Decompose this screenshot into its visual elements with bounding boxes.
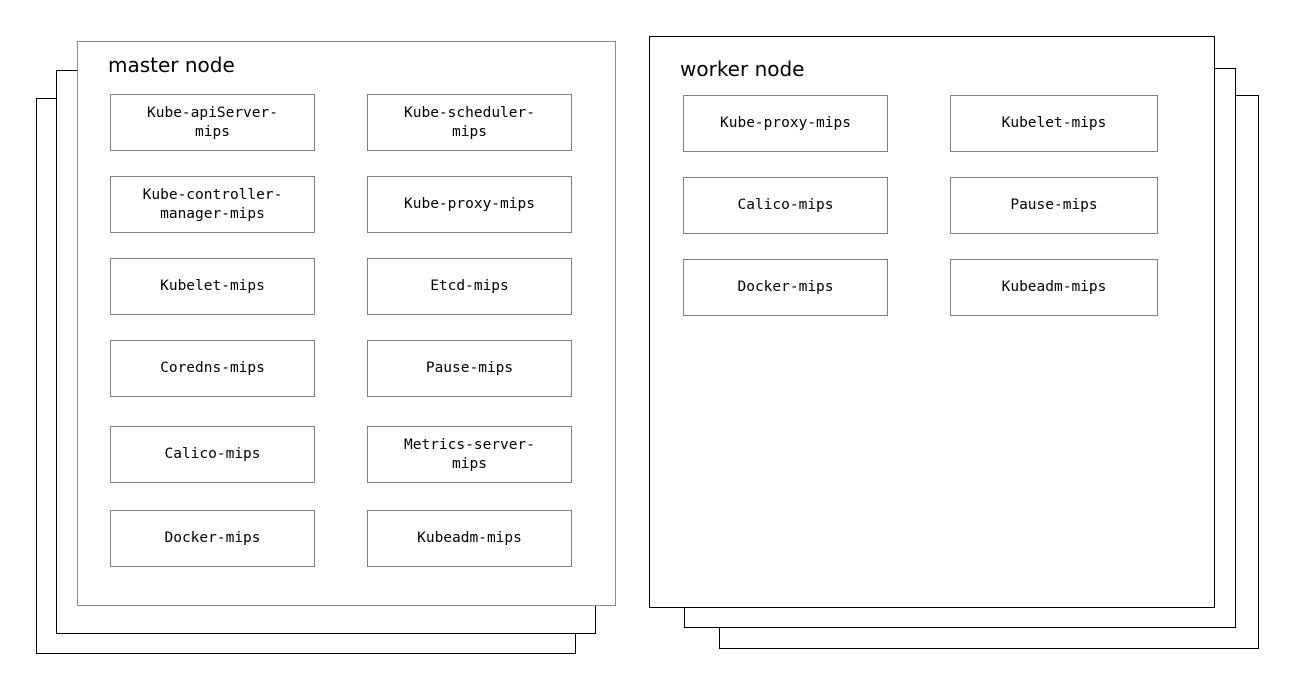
master-component-label: Kube-apiServer- mips [147,104,278,140]
master-component-kube-apiserver[interactable]: Kube-apiServer- mips [110,94,315,151]
master-node-title: master node [108,53,235,77]
master-component-label: Coredns-mips [160,360,265,376]
worker-component-label: Pause-mips [1010,197,1098,213]
master-component-label: Kube-proxy-mips [404,196,535,212]
worker-component-kubelet[interactable]: Kubelet-mips [950,95,1158,152]
master-component-metrics-server[interactable]: Metrics-server- mips [367,426,572,483]
worker-node-title: worker node [680,57,805,81]
master-component-kubelet[interactable]: Kubelet-mips [110,258,315,315]
worker-component-pause[interactable]: Pause-mips [950,177,1158,234]
master-component-kube-proxy[interactable]: Kube-proxy-mips [367,176,572,233]
worker-component-docker[interactable]: Docker-mips [683,259,888,316]
master-component-label: Kubeadm-mips [417,530,522,546]
master-component-label: Kube-scheduler- mips [404,104,535,140]
master-component-pause[interactable]: Pause-mips [367,340,572,397]
master-node-panel[interactable]: master node Kube-apiServer- mips Kube-co… [77,41,616,606]
master-component-label: Kubelet-mips [160,278,265,294]
master-component-label: Docker-mips [164,530,261,546]
worker-component-kube-proxy[interactable]: Kube-proxy-mips [683,95,888,152]
worker-component-label: Docker-mips [737,279,834,295]
master-component-label: Pause-mips [425,360,514,376]
worker-component-label: Kubeadm-mips [1001,279,1107,295]
master-component-calico[interactable]: Calico-mips [110,426,315,483]
worker-component-calico[interactable]: Calico-mips [683,177,888,234]
worker-component-label: Calico-mips [737,197,834,213]
worker-component-kubeadm[interactable]: Kubeadm-mips [950,259,1158,316]
master-component-docker[interactable]: Docker-mips [110,510,315,567]
master-component-kube-scheduler[interactable]: Kube-scheduler- mips [367,94,572,151]
master-component-kube-controller-manager[interactable]: Kube-controller- manager-mips [110,176,315,233]
master-component-label: Kube-controller- manager-mips [142,186,283,222]
master-component-label: Metrics-server- mips [404,436,535,472]
worker-component-label: Kube-proxy-mips [720,115,851,131]
master-component-etcd[interactable]: Etcd-mips [367,258,572,315]
master-component-label: Etcd-mips [430,278,509,294]
master-component-label: Calico-mips [164,446,261,462]
worker-component-label: Kubelet-mips [1001,115,1107,131]
worker-node-panel[interactable]: worker node Kube-proxy-mips Calico-mips … [649,36,1215,608]
master-component-coredns[interactable]: Coredns-mips [110,340,315,397]
master-component-kubeadm[interactable]: Kubeadm-mips [367,510,572,567]
